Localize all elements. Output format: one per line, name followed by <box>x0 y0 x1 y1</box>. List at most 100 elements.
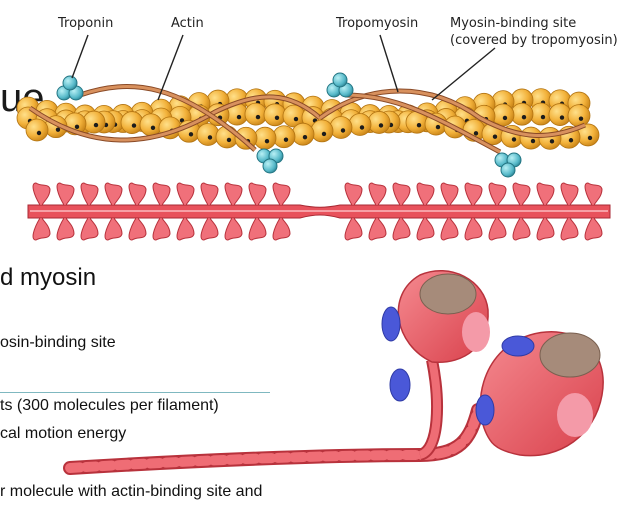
myosin-head <box>176 217 195 241</box>
myosin-head-upper <box>381 270 490 402</box>
actin-filament <box>16 88 600 150</box>
myosin-head <box>272 182 291 206</box>
binding-site-dot <box>150 125 156 130</box>
binding-site-dot <box>587 135 593 141</box>
binding-site-dot <box>540 114 546 120</box>
myosin-head <box>128 217 147 241</box>
myosin-head <box>584 217 603 241</box>
actin-binding-site <box>389 368 411 402</box>
binding-site-dot <box>264 138 270 144</box>
myosin-head <box>344 182 363 206</box>
slide-line-3: cal motion energy <box>0 425 127 442</box>
myosin-head <box>536 182 555 206</box>
actin-monomer <box>291 122 315 146</box>
myosin-thick-filament <box>27 182 611 241</box>
myosin-head <box>536 217 555 241</box>
myosin-head <box>464 182 483 206</box>
myosin-binding-site-label: Myosin-binding site <box>450 16 577 31</box>
leader-lines <box>71 34 496 101</box>
actin-monomer <box>348 113 372 136</box>
tropomyosin-strand <box>28 84 586 155</box>
myosin-head <box>488 182 507 206</box>
myosin-head <box>368 182 387 206</box>
myosin-binding-site-sublabel: (covered by tropomyosin) <box>450 33 618 48</box>
myosin-head <box>440 217 459 241</box>
binding-site-dot <box>340 128 346 133</box>
actin-monomer <box>120 111 144 134</box>
myosin-head <box>80 182 99 206</box>
myosin-head <box>248 182 267 206</box>
myosin-head <box>368 217 387 241</box>
binding-site-dot <box>55 127 61 132</box>
myosin-head <box>512 182 531 206</box>
binding-site-dot <box>93 122 99 128</box>
binding-site-dot <box>416 122 422 128</box>
binding-site-dot <box>578 116 584 121</box>
myosin-head <box>560 182 579 206</box>
myosin-head <box>32 217 51 241</box>
myosin-head <box>200 217 219 241</box>
binding-site-dot <box>274 115 280 120</box>
slide-divider <box>0 392 270 393</box>
actin-monomer <box>82 110 106 134</box>
binding-site-dot <box>378 123 384 128</box>
binding-site-dot <box>293 116 299 122</box>
actin-label: Actin <box>171 16 204 31</box>
actin-monomer <box>196 123 220 146</box>
myosin-head <box>440 182 459 206</box>
binding-site-dot <box>321 131 327 137</box>
myosin-head <box>488 217 507 241</box>
myosin-head <box>32 182 51 206</box>
actin-monomer <box>25 118 49 142</box>
actin-binding-site <box>501 335 535 357</box>
binding-site-dot <box>521 114 527 120</box>
binding-site-dot <box>226 137 232 143</box>
binding-site-dot <box>530 138 536 144</box>
myosin-head <box>224 217 243 241</box>
binding-site-dot <box>511 137 517 142</box>
myosin-head <box>248 217 267 241</box>
binding-site-dot <box>179 118 185 123</box>
myosin-head <box>200 182 219 206</box>
binding-site-dot <box>74 124 80 130</box>
myosin-head <box>56 182 75 206</box>
binding-site-dot <box>568 138 574 143</box>
binding-site-dot <box>207 135 213 140</box>
myosin-head <box>560 217 579 241</box>
myosin-head <box>152 217 171 241</box>
slide-heading-fragment: d myosin <box>0 264 97 291</box>
slide-line-2: ts (300 molecules per filament) <box>0 397 219 414</box>
binding-site-dot <box>131 123 137 128</box>
actin-monomer <box>538 126 562 150</box>
binding-site-dot <box>236 114 242 120</box>
actin-monomer <box>367 111 391 134</box>
binding-site-dot <box>502 115 508 121</box>
tropomyosin-label: Tropomyosin <box>336 16 419 31</box>
slide-line-4: r molecule with actin-binding site and <box>0 483 263 500</box>
myosin-head <box>392 217 411 241</box>
myosin-head <box>272 217 291 241</box>
myosin-head <box>416 217 435 241</box>
myosin-head <box>152 182 171 206</box>
binding-site-dot <box>255 114 261 120</box>
binding-site-dot <box>473 131 479 136</box>
myosin-head <box>56 217 75 241</box>
binding-site-dot <box>283 137 289 142</box>
binding-site-dot <box>188 132 194 137</box>
myosin-head <box>512 217 531 241</box>
actin-monomer <box>567 104 591 128</box>
myosin-head <box>80 217 99 241</box>
actin-binding-site <box>475 394 495 426</box>
binding-site-dot <box>36 130 42 136</box>
myosin-head-lower <box>475 331 604 457</box>
binding-site-dot <box>549 139 555 144</box>
binding-site-dot <box>359 125 365 130</box>
myosin-head <box>104 217 123 241</box>
myosin-head <box>104 182 123 206</box>
binding-site-dot <box>492 134 498 139</box>
myosin-head <box>464 217 483 241</box>
actin-binding-site <box>381 306 401 342</box>
troponin-label: Troponin <box>58 16 114 31</box>
myosin-head <box>416 182 435 206</box>
